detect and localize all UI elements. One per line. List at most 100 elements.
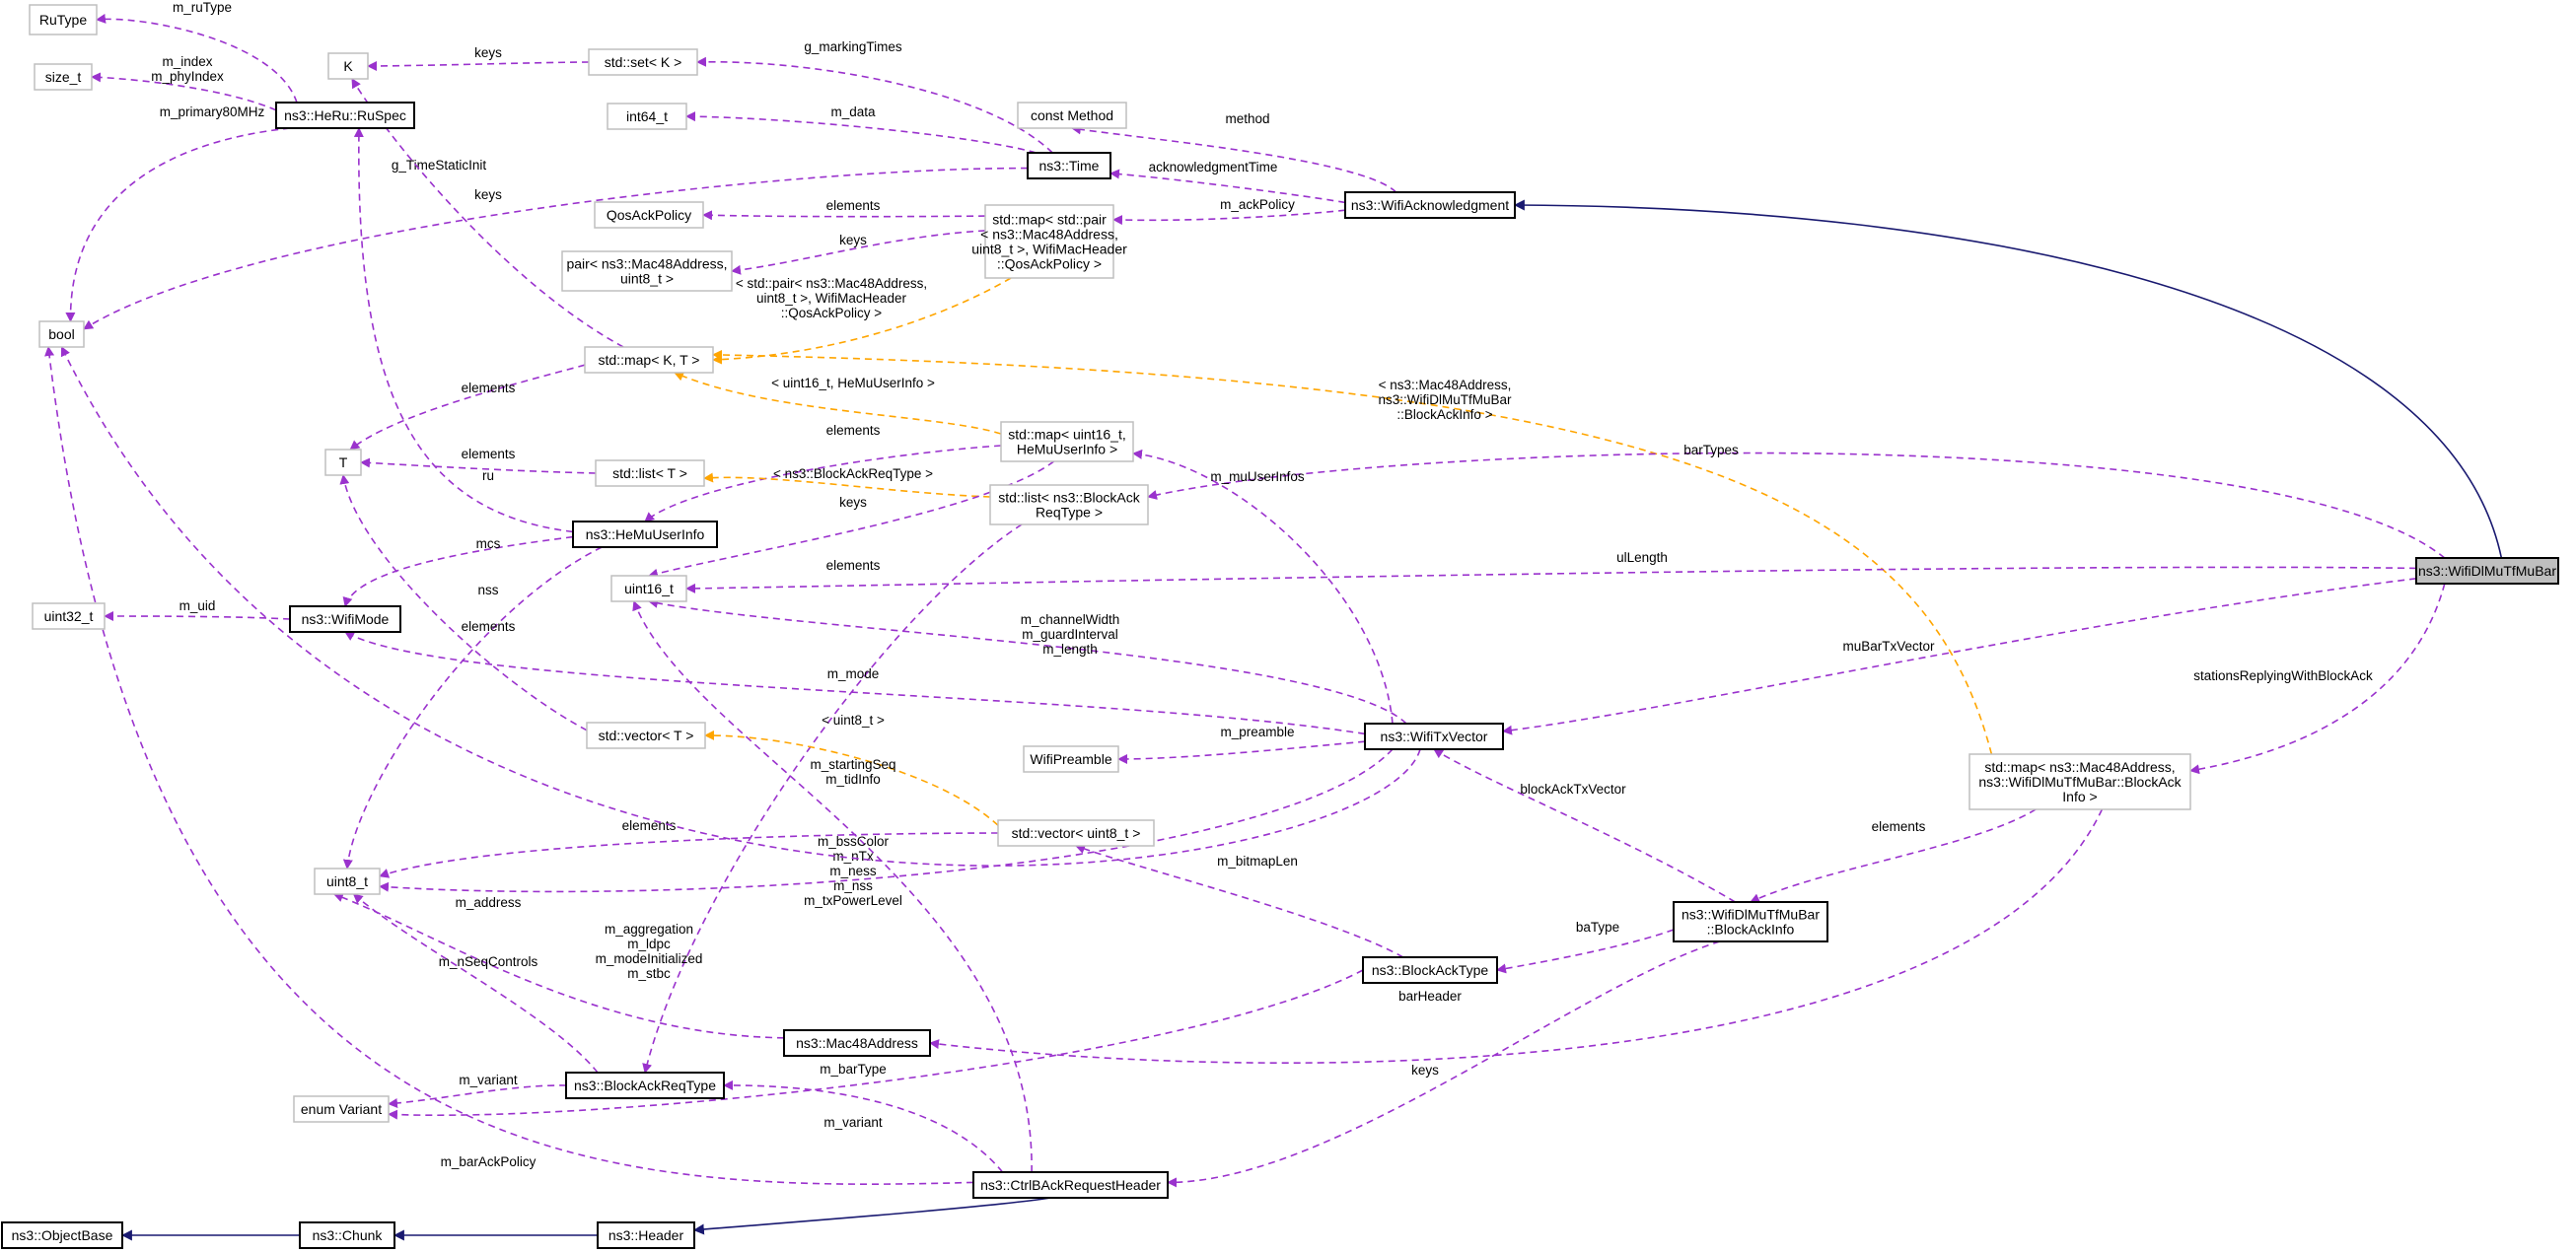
node-focus[interactable]: ns3::WifiDlMuTfMuBar <box>2415 557 2559 585</box>
edge-label: g_TimeStaticInit <box>392 158 487 173</box>
node-label: std::map< std::pair <box>992 212 1107 228</box>
edge-label: barTypes <box>1683 443 1739 457</box>
edge-line <box>704 730 999 826</box>
node-box <box>1027 152 1111 179</box>
node-list-bar[interactable]: std::list< ns3::BlockAckReqType > <box>989 484 1149 525</box>
node-box <box>1017 102 1127 129</box>
edge-keys-mapkt: keys <box>351 78 624 348</box>
node-label: std::list< T > <box>612 465 687 481</box>
node-ba-type[interactable]: ns3::BlockAckType <box>1362 956 1498 984</box>
node-t[interactable]: T <box>324 449 362 476</box>
edge-label: m_bssColor <box>818 834 890 849</box>
node-wifi-mode[interactable]: ns3::WifiMode <box>289 605 401 633</box>
edge-label: elements <box>462 619 516 634</box>
edge-label: m_nTx <box>832 849 874 864</box>
node-ru-spec[interactable]: ns3::HeRu::RuSpec <box>275 102 415 129</box>
edge-label: m_tidInfo <box>825 772 881 787</box>
edge-label: ru <box>482 468 494 483</box>
edge-line <box>379 748 1394 893</box>
node-box <box>984 204 1114 279</box>
inheritance-line <box>1513 199 2503 559</box>
node-box <box>586 722 706 749</box>
node-box <box>610 575 687 602</box>
node-ctrl-bar[interactable]: ns3::CtrlBAckRequestHeader <box>972 1171 1169 1199</box>
edge-line <box>1167 940 1721 1188</box>
node-box <box>597 1221 695 1249</box>
node-pair-mac[interactable]: pair< ns3::Mac48Address,uint8_t > <box>561 250 733 292</box>
edge-g-marking: g_markingTimes <box>696 39 1053 154</box>
edge-line <box>60 346 1421 867</box>
edge-m-variant2: m_variant <box>388 969 1364 1130</box>
node-list-t[interactable]: std::list< T > <box>595 459 705 487</box>
node-ru-type[interactable]: RuType <box>29 4 98 35</box>
node-wifi-pre[interactable]: WifiPreamble <box>1023 745 1119 773</box>
edge-label: baType <box>1576 920 1619 935</box>
node-uint16[interactable]: uint16_t <box>610 575 687 602</box>
node-label: enum Variant <box>301 1101 382 1117</box>
node-label: ns3::CtrlBAckRequestHeader <box>980 1177 1161 1193</box>
node-label: int64_t <box>626 108 668 124</box>
node-label: < ns3::Mac48Address, <box>980 227 1118 243</box>
edge-tmpl-pair-qos: < std::pair< ns3::Mac48Address,uint8_t >… <box>712 276 1012 365</box>
node-object-base[interactable]: ns3::ObjectBase <box>1 1221 123 1249</box>
node-label: uint8_t > <box>620 271 674 287</box>
edge-m-mode: m_mode <box>344 631 1366 735</box>
node-box <box>1968 753 2191 810</box>
edge-line <box>388 969 1364 1120</box>
node-vector-u8[interactable]: std::vector< uint8_t > <box>997 819 1155 847</box>
edge-line <box>703 472 991 498</box>
node-label: ns3::WifiDlMuTfMuBar <box>2418 563 2556 579</box>
node-bar-type[interactable]: ns3::BlockAckReqType <box>565 1072 725 1099</box>
node-uint32[interactable]: uint32_t <box>32 602 106 630</box>
node-enum-variant[interactable]: enum Variant <box>293 1095 390 1123</box>
edge-line <box>96 13 298 104</box>
node-box <box>1673 901 1828 942</box>
node-box <box>972 1171 1169 1199</box>
edge-line <box>342 535 574 607</box>
node-label: std::vector< uint8_t > <box>1012 825 1141 841</box>
node-time[interactable]: ns3::Time <box>1027 152 1111 179</box>
node-bai[interactable]: ns3::WifiDlMuTfMuBar::BlockAckInfo <box>1673 901 1828 942</box>
edge-line <box>388 1084 567 1109</box>
node-wifi-ack[interactable]: ns3::WifiAcknowledgment <box>1344 191 1516 219</box>
edge-line <box>1075 844 1404 958</box>
edge-m-mu-user-infos: m_muUserInfos <box>1132 449 1394 725</box>
node-map-bai[interactable]: std::map< ns3::Mac48Address,ns3::WifiDlM… <box>1968 753 2191 810</box>
node-header[interactable]: ns3::Header <box>597 1221 695 1249</box>
node-bool[interactable]: bool <box>38 320 85 348</box>
node-box <box>275 102 415 129</box>
edge-elements-list-bar: elements <box>642 523 1023 1074</box>
node-box <box>1000 421 1134 462</box>
node-box <box>2415 557 2559 585</box>
node-box <box>565 1072 725 1099</box>
edge-line <box>367 60 590 71</box>
node-int64[interactable]: int64_t <box>607 103 687 130</box>
node-map-uint16[interactable]: std::map< uint16_t,HeMuUserInfo > <box>1000 421 1134 462</box>
edge-label: m_mode <box>827 666 880 681</box>
node-k[interactable]: K <box>327 52 369 80</box>
edge-line <box>379 832 999 878</box>
node-uint8[interactable]: uint8_t <box>314 868 381 895</box>
node-chunk[interactable]: ns3::Chunk <box>299 1221 395 1249</box>
edge-label: m_data <box>830 104 876 119</box>
node-qos-ack[interactable]: QosAckPolicy <box>594 201 704 229</box>
node-map-pair-qos[interactable]: std::map< std::pair< ns3::Mac48Address,u… <box>971 204 1127 279</box>
edge-label: keys <box>474 45 502 60</box>
node-mac48[interactable]: ns3::Mac48Address <box>783 1029 931 1057</box>
edge-label: m_startingSeq <box>810 757 895 772</box>
node-size-t[interactable]: size_t <box>34 63 93 91</box>
edge-label: m_guardInterval <box>1022 627 1118 642</box>
edge-label: m_txPowerLevel <box>804 893 902 908</box>
node-const-method[interactable]: const Method <box>1017 102 1127 129</box>
edge-keys-mac: keys <box>929 808 2104 1078</box>
node-set-k[interactable]: std::set< K > <box>588 48 698 76</box>
node-label: ::QosAckPolicy > <box>997 256 1102 272</box>
node-label: ns3::WifiMode <box>302 611 390 627</box>
node-wifi-tx[interactable]: ns3::WifiTxVector <box>1364 723 1504 750</box>
node-he-mu[interactable]: ns3::HeMuUserInfo <box>572 521 718 548</box>
node-map-kt[interactable]: std::map< K, T > <box>584 346 714 374</box>
edge-line <box>644 445 1002 522</box>
node-vector-t[interactable]: std::vector< T > <box>586 722 706 749</box>
edge-line <box>674 372 1002 435</box>
edge-label: m_address <box>456 895 522 910</box>
